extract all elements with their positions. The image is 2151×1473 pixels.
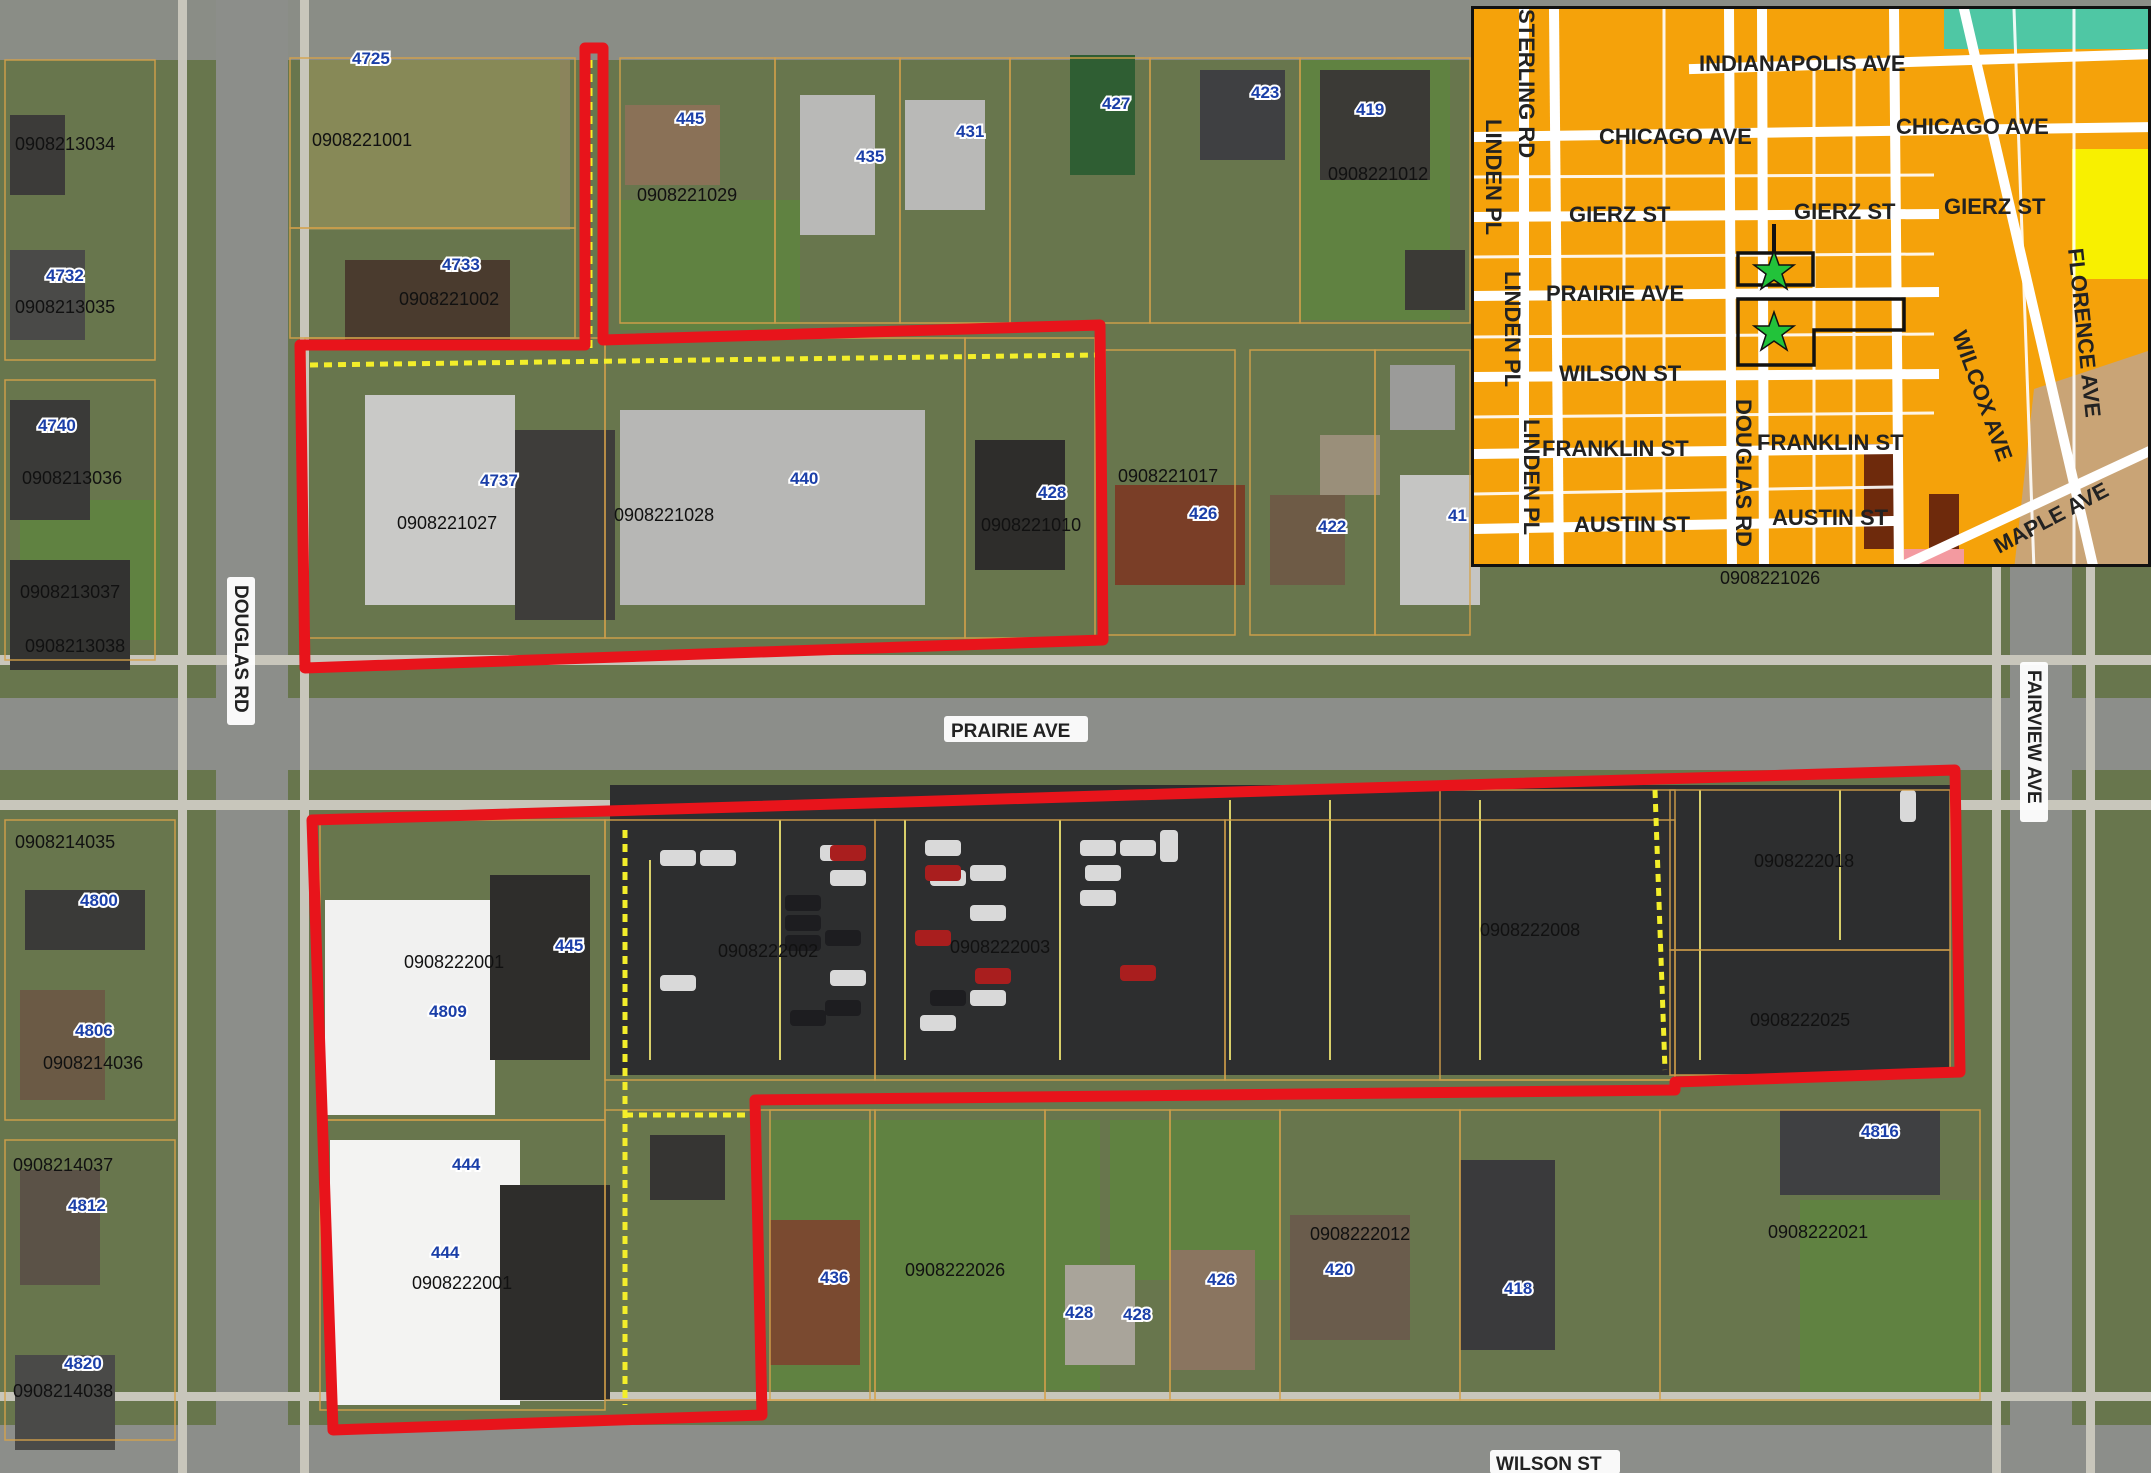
address-number: 444: [431, 1243, 460, 1262]
street-label-prairie: PRAIRIE AVE: [951, 721, 1070, 742]
address-number: 4806: [75, 1021, 113, 1040]
parcel-id: 0908213037: [20, 582, 120, 602]
parcel-id: 0908222021: [1768, 1222, 1868, 1242]
address-number: 4816: [1861, 1122, 1899, 1141]
parcel-id: 0908221001: [312, 130, 412, 150]
parcel-id: 0908213038: [25, 636, 125, 656]
address-number: 428: [1065, 1303, 1093, 1322]
inset-label-wilson: WILSON ST: [1559, 361, 1682, 386]
parcel-id: 0908222001: [404, 952, 504, 972]
address-number: 420: [1325, 1260, 1353, 1279]
parcel-id: 0908214035: [15, 832, 115, 852]
parcel-id: 0908221002: [399, 289, 499, 309]
inset-label-franklin-east: FRANKLIN ST: [1757, 430, 1904, 455]
parcel-id: 0908221017: [1118, 466, 1218, 486]
inset-label-chicago-east: CHICAGO AVE: [1896, 114, 2049, 139]
street-label-douglas: DOUGLAS RD: [230, 585, 251, 713]
inset-label-indianapolis: INDIANAPOLIS AVE: [1699, 51, 1906, 76]
parcel-id: 0908222012: [1310, 1224, 1410, 1244]
parcel-id: 0908222026: [905, 1260, 1005, 1280]
inset-label-linden-2: LINDEN PL: [1500, 271, 1525, 387]
parcel-id: 0908222008: [1480, 920, 1580, 940]
parcel-id: 0908221010: [981, 515, 1081, 535]
address-number: 419: [1356, 100, 1384, 119]
address-number: 440: [790, 469, 818, 488]
site-marker-star: [1751, 248, 1797, 291]
address-number: 4740: [38, 416, 76, 435]
address-number: 4737: [480, 471, 518, 490]
inset-label-linden-3: LINDEN PL: [1519, 419, 1544, 535]
inset-label-linden-1: LINDEN PL: [1481, 119, 1506, 235]
parcel-id: 0908213036: [22, 468, 122, 488]
address-number: 4733: [442, 255, 480, 274]
inset-label-gierz-east: GIERZ ST: [1944, 194, 2046, 219]
address-number: 4812: [68, 1196, 106, 1215]
parcel-id: 0908221012: [1328, 164, 1428, 184]
parcel-id: 0908214037: [13, 1155, 113, 1175]
address-number: 445: [555, 936, 583, 955]
address-number: 427: [1102, 94, 1130, 113]
parcel-id: 0908222025: [1750, 1010, 1850, 1030]
parcel-id: 0908221026: [1720, 568, 1820, 588]
parcel-id: 0908221028: [614, 505, 714, 525]
address-number: 431: [956, 122, 984, 141]
parcel-id: 0908214036: [43, 1053, 143, 1073]
address-number: 426: [1207, 1270, 1235, 1289]
inset-map-graphic: INDIANAPOLIS AVE CHICAGO AVE CHICAGO AVE…: [1474, 9, 2148, 564]
address-number: 4820: [64, 1354, 102, 1373]
parcel-id: 0908222018: [1754, 851, 1854, 871]
address-number: 428: [1038, 483, 1066, 502]
street-label-fairview: FAIRVIEW AVE: [2023, 670, 2044, 804]
address-number: 4732: [46, 266, 84, 285]
inset-label-franklin-west: FRANKLIN ST: [1542, 436, 1689, 461]
address-number: 422: [1318, 517, 1346, 536]
parcel-id: 0908221029: [637, 185, 737, 205]
inset-label-chicago-west: CHICAGO AVE: [1599, 124, 1752, 149]
parcel-id: 0908222003: [950, 937, 1050, 957]
address-number: 4800: [80, 891, 118, 910]
address-number: 4809: [429, 1002, 467, 1021]
address-labels: 4725 445 435 431 427 423 419 4732 4733 4…: [36, 47, 1901, 1375]
parcel-id: 0908222001: [412, 1273, 512, 1293]
inset-label-austin-west: AUSTIN ST: [1574, 512, 1691, 537]
parcel-id-labels: 0908213034 0908221001 0908221029 0908221…: [13, 130, 1868, 1401]
location-inset-map[interactable]: INDIANAPOLIS AVE CHICAGO AVE CHICAGO AVE…: [1471, 6, 2151, 567]
address-number: 445: [676, 109, 704, 128]
inset-label-prairie: PRAIRIE AVE: [1546, 281, 1684, 306]
parcel-id: 0908214038: [13, 1381, 113, 1401]
address-number: 444: [452, 1155, 481, 1174]
address-number: 428: [1123, 1305, 1151, 1324]
street-labels: PRAIRIE AVE WILSON ST DOUGLAS RD FAIRVIE…: [227, 577, 2048, 1473]
parcel-id: 0908213034: [15, 134, 115, 154]
address-number: 435: [856, 147, 884, 166]
inset-label-gierz-mid: GIERZ ST: [1794, 199, 1896, 224]
parcel-id: 0908222002: [718, 941, 818, 961]
address-number: 4725: [352, 49, 390, 68]
address-number: 426: [1189, 504, 1217, 523]
inset-label-douglas: DOUGLAS RD: [1731, 399, 1756, 547]
inset-label-sterling: STERLING RD: [1514, 9, 1539, 158]
street-label-wilson: WILSON ST: [1496, 1454, 1602, 1473]
inset-label-austin-east: AUSTIN ST: [1772, 505, 1889, 530]
inset-label-gierz-west: GIERZ ST: [1569, 202, 1671, 227]
address-number: 418: [1504, 1279, 1532, 1298]
address-number: 423: [1251, 83, 1279, 102]
parcel-id: 0908213035: [15, 297, 115, 317]
parcel-id: 0908221027: [397, 513, 497, 533]
address-number: 436: [820, 1268, 848, 1287]
site-marker-star: [1751, 309, 1797, 352]
address-number: 41: [1448, 506, 1467, 525]
